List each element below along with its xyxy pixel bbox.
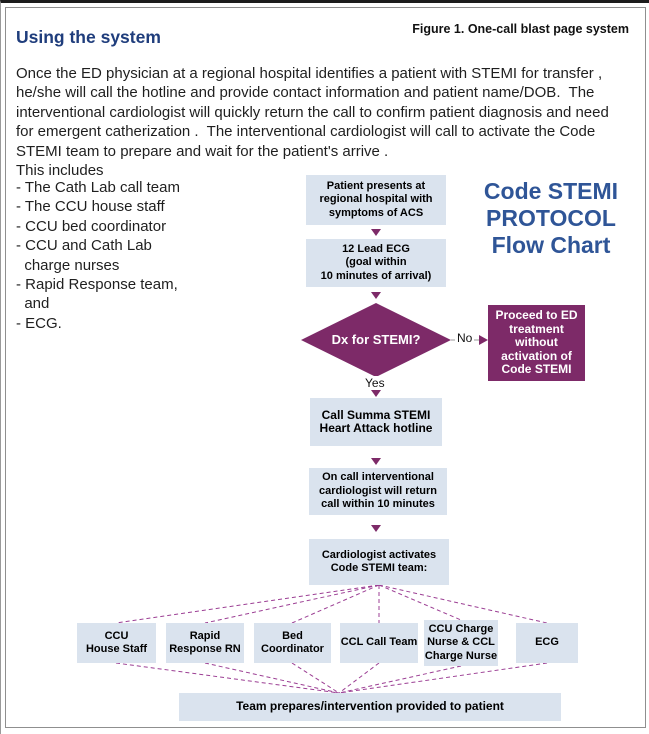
- section-heading: Using the system: [16, 27, 161, 47]
- decision-diamond: [301, 303, 451, 377]
- team-box-ccu-ccl-charge-nurse: CCU Charge Nurse & CCL Charge Nurse: [424, 620, 498, 666]
- node-12-lead-ecg: 12 Lead ECG (goal within 10 minutes of a…: [306, 239, 446, 287]
- list-item: - The Cath Lab call team: [16, 179, 180, 196]
- node-call-hotline: Call Summa STEMI Heart Attack hotline: [310, 398, 442, 446]
- flowchart-title: Code STEMI PROTOCOL Flow Chart: [483, 178, 619, 258]
- list-item: - CCU and Cath Lab charge nurses: [16, 237, 152, 274]
- right-arrow-icon: [479, 335, 488, 345]
- page-border-frame: [5, 7, 646, 728]
- list-item: - The CCU house staff: [16, 198, 165, 216]
- down-arrow-icon: [371, 229, 381, 236]
- team-box-ecg: ECG: [516, 623, 578, 663]
- figure-caption: Figure 1. One-call blast page system: [412, 22, 629, 36]
- down-arrow-icon: [371, 458, 381, 465]
- down-arrow-icon: [371, 525, 381, 532]
- node-team-prepares: Team prepares/intervention provided to p…: [179, 693, 561, 721]
- down-arrow-icon: [371, 292, 381, 299]
- team-box-ccu-house-staff: CCU House Staff: [77, 623, 156, 663]
- flowchart-connectors: [115, 229, 548, 694]
- includes-list: - The Cath Lab call team - The CCU house…: [16, 178, 296, 333]
- down-arrow-icon: [371, 390, 381, 397]
- body-paragraph: Once the ED physician at a regional hosp…: [16, 65, 609, 180]
- team-box-rapid-response-rn: Rapid Response RN: [166, 623, 244, 663]
- list-item: - CCU bed coordinator: [16, 217, 167, 235]
- list-item: - ECG.: [16, 314, 62, 332]
- yes-label: Yes: [363, 376, 387, 390]
- team-box-ccl-call-team: CCL Call Team: [340, 623, 418, 663]
- list-item: - Rapid Response team, and: [16, 276, 178, 313]
- node-proceed-ed: Proceed to ED treatment without activati…: [488, 305, 585, 381]
- decision-dx-stemi-label: Dx for STEMI?: [331, 332, 421, 347]
- node-on-call-return: On call interventional cardiologist will…: [309, 468, 447, 515]
- fan-in-lines: [115, 662, 548, 694]
- node-activates-team: Cardiologist activates Code STEMI team:: [309, 539, 449, 585]
- team-box-bed-coordinator: Bed Coordinator: [254, 623, 331, 663]
- node-patient-presents: Patient presents at regional hospital wi…: [306, 175, 446, 225]
- no-label: No: [455, 331, 475, 345]
- fan-out-lines: [115, 584, 548, 624]
